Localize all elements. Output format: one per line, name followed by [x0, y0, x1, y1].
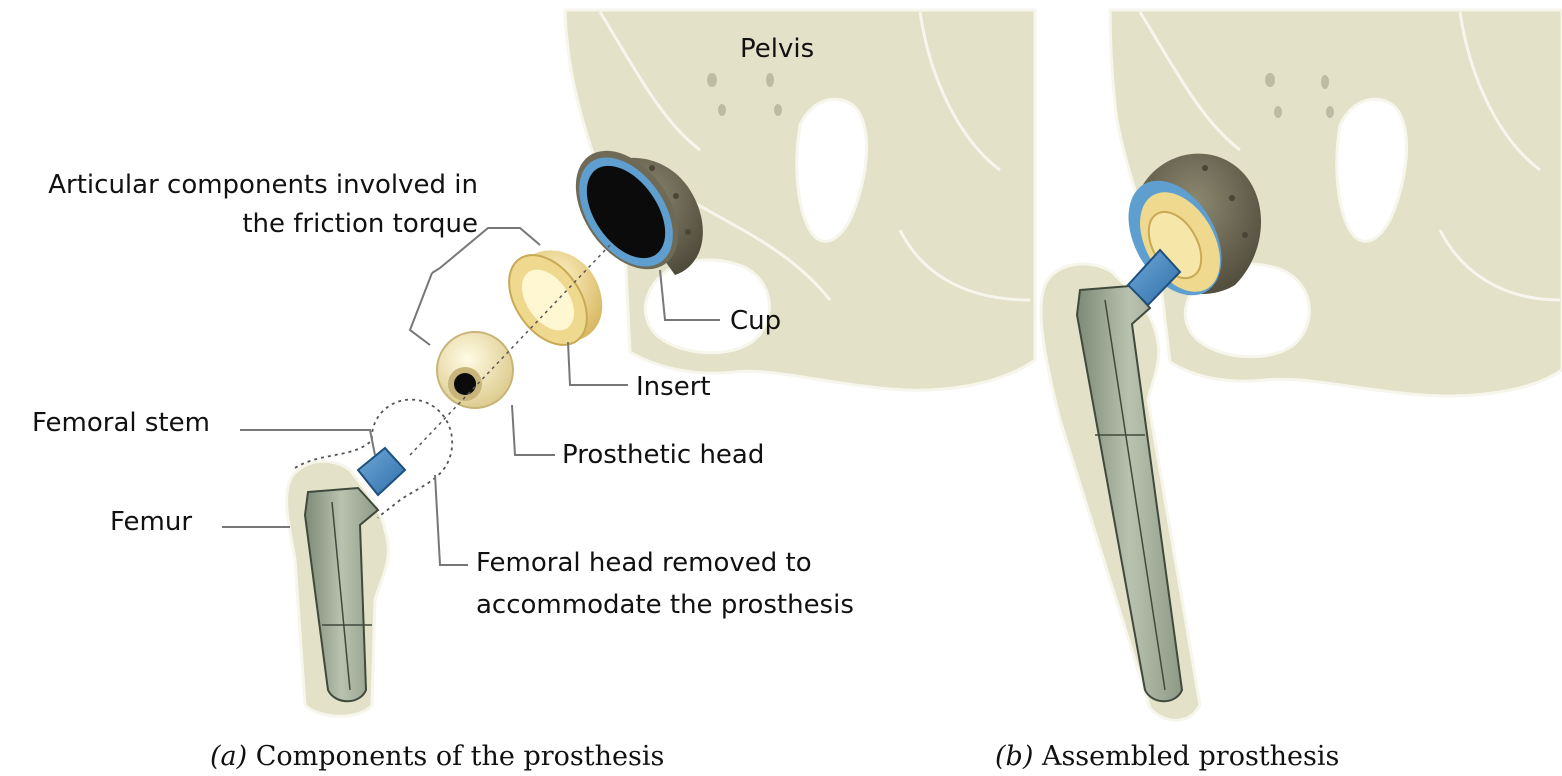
caption-b-text: Assembled prosthesis	[1033, 741, 1339, 772]
label-femur: Femur	[110, 507, 192, 537]
label-pelvis: Pelvis	[740, 34, 814, 64]
label-femoral-stem: Femoral stem	[32, 408, 210, 438]
label-femoral-head-removed-line1: Femoral head removed to	[476, 548, 812, 578]
label-articular-line1: Articular components involved in	[48, 170, 478, 200]
caption-a-text: Components of the prosthesis	[247, 741, 664, 772]
panel-b: (b) Assembled prosthesis	[995, 10, 1562, 772]
insert-a	[493, 241, 603, 360]
panel-a: Pelvis Articular components involved in …	[32, 10, 1035, 772]
caption-b-letter: (b)	[995, 741, 1033, 772]
label-insert: Insert	[636, 372, 711, 402]
label-articular-line2: the friction torque	[242, 209, 478, 239]
label-prosthetic-head: Prosthetic head	[562, 440, 764, 470]
caption-b: (b) Assembled prosthesis	[995, 741, 1339, 772]
caption-a-letter: (a)	[210, 741, 247, 772]
femur-a	[287, 448, 405, 716]
label-femoral-head-removed-line2: accommodate the prosthesis	[476, 590, 854, 620]
caption-a: (a) Components of the prosthesis	[210, 741, 664, 772]
label-cup: Cup	[730, 306, 781, 336]
prosthetic-head-a	[437, 332, 513, 408]
